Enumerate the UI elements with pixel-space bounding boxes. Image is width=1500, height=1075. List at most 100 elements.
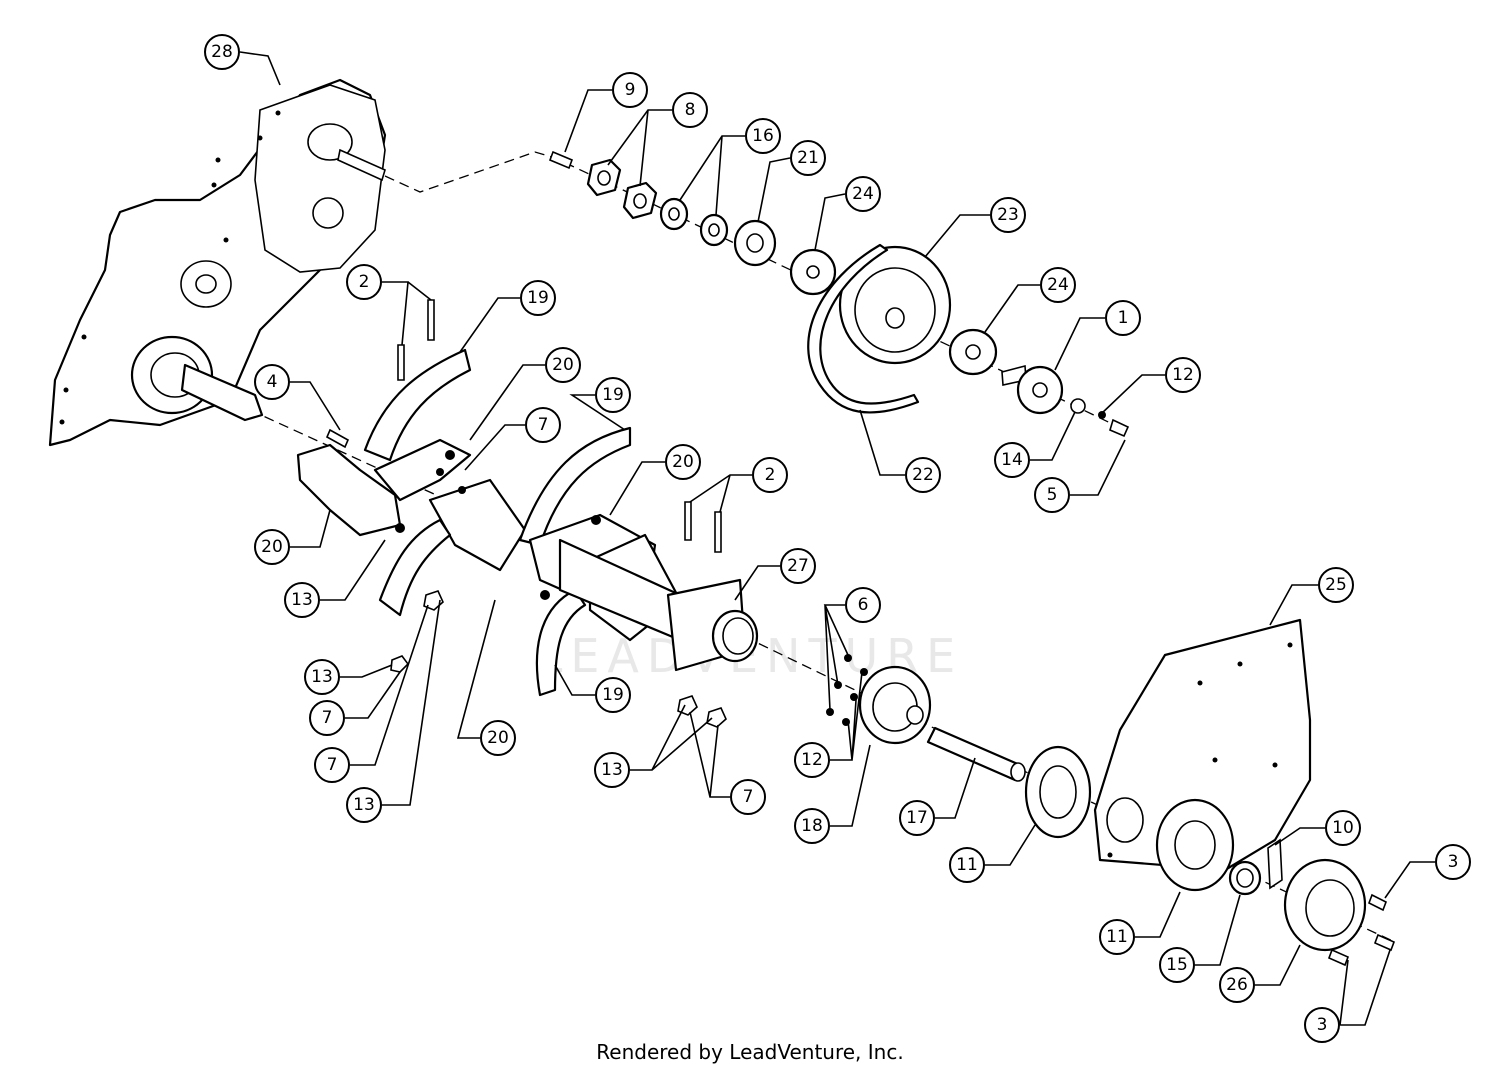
- svg-text:2: 2: [359, 272, 370, 292]
- svg-text:3: 3: [1317, 1015, 1328, 1035]
- svg-text:6: 6: [858, 595, 869, 615]
- callout-19-b: 19: [595, 377, 631, 413]
- callout-19-a: 19: [520, 280, 556, 316]
- svg-text:25: 25: [1325, 575, 1347, 595]
- gasket-inner: [1024, 745, 1092, 839]
- seal-washer: [1228, 860, 1262, 896]
- spacer-washer: [789, 248, 837, 296]
- hub: [733, 219, 777, 267]
- v-belt: [807, 243, 920, 414]
- svg-text:17: 17: [906, 808, 928, 828]
- callout-3-b: 3: [1304, 1007, 1340, 1043]
- svg-text:7: 7: [538, 415, 549, 435]
- callout-24-a: 24: [845, 176, 881, 212]
- svg-text:19: 19: [602, 385, 624, 405]
- svg-text:23: 23: [997, 205, 1019, 225]
- svg-text:26: 26: [1226, 975, 1248, 995]
- svg-text:13: 13: [601, 760, 623, 780]
- svg-text:21: 21: [797, 148, 819, 168]
- callout-24-b: 24: [1040, 267, 1076, 303]
- svg-text:3: 3: [1448, 852, 1459, 872]
- callout-12-a: 12: [1165, 357, 1201, 393]
- callout-27: 27: [780, 548, 816, 584]
- svg-text:13: 13: [311, 667, 333, 687]
- callout-4: 4: [254, 364, 290, 400]
- gasket-outer: [1155, 798, 1235, 892]
- svg-text:7: 7: [322, 708, 333, 728]
- callout-3-a: 3: [1435, 844, 1471, 880]
- svg-text:5: 5: [1047, 485, 1058, 505]
- callout-25: 25: [1318, 567, 1354, 603]
- callout-7-b: 7: [309, 700, 345, 736]
- spacer-washer-outer: [948, 328, 998, 376]
- callout-1: 1: [1105, 300, 1141, 336]
- callout-15: 15: [1159, 947, 1195, 983]
- side-plate: [1093, 618, 1312, 872]
- svg-text:14: 14: [1001, 450, 1023, 470]
- svg-text:2: 2: [765, 465, 776, 485]
- svg-text:13: 13: [291, 590, 313, 610]
- callout-8: 8: [672, 92, 708, 128]
- callout-16: 16: [745, 118, 781, 154]
- svg-text:12: 12: [1172, 365, 1194, 385]
- svg-text:20: 20: [672, 452, 694, 472]
- bearing: [826, 654, 932, 745]
- plate-spacer: [1267, 838, 1283, 890]
- pulley: [838, 245, 952, 365]
- svg-text:27: 27: [787, 556, 809, 576]
- callout-26: 26: [1219, 967, 1255, 1003]
- washers: [659, 197, 729, 247]
- hex-nuts: [586, 158, 658, 220]
- callout-7-c: 7: [314, 747, 350, 783]
- callout-6: 6: [845, 587, 881, 623]
- callout-13-a: 13: [284, 582, 320, 618]
- callout-12-b: 12: [794, 742, 830, 778]
- callout-10: 10: [1325, 810, 1361, 846]
- svg-text:10: 10: [1332, 818, 1354, 838]
- callout-20-c: 20: [254, 529, 290, 565]
- callout-21: 21: [790, 140, 826, 176]
- callout-7-d: 7: [730, 779, 766, 815]
- tine-shaft-assembly: [296, 348, 682, 697]
- svg-text:7: 7: [327, 755, 338, 775]
- svg-text:15: 15: [1166, 955, 1188, 975]
- svg-text:20: 20: [487, 728, 509, 748]
- svg-text:20: 20: [261, 537, 283, 557]
- svg-text:19: 19: [602, 685, 624, 705]
- svg-text:1: 1: [1118, 308, 1129, 328]
- bolts-right: [684, 501, 722, 553]
- callout-11-b: 11: [1099, 919, 1135, 955]
- svg-text:11: 11: [1106, 927, 1128, 947]
- shaft-key: [548, 150, 574, 170]
- render-credit: Rendered by LeadVenture, Inc.: [596, 1040, 904, 1064]
- leader-lines: [239, 51, 1435, 1026]
- svg-text:24: 24: [852, 184, 874, 204]
- svg-text:24: 24: [1047, 275, 1069, 295]
- callout-13-c: 13: [346, 787, 382, 823]
- callout-22: 22: [905, 457, 941, 493]
- callout-14: 14: [994, 442, 1030, 478]
- end-bearing: [1283, 858, 1367, 952]
- svg-text:12: 12: [801, 750, 823, 770]
- svg-text:7: 7: [743, 787, 754, 807]
- callout-18: 18: [794, 808, 830, 844]
- svg-text:16: 16: [752, 126, 774, 146]
- bolts-left: [397, 299, 435, 381]
- callout-13-b: 13: [304, 659, 340, 695]
- svg-text:8: 8: [685, 100, 696, 120]
- svg-text:9: 9: [625, 80, 636, 100]
- axle-tube: [926, 726, 1026, 782]
- svg-text:22: 22: [912, 465, 934, 485]
- callout-9: 9: [612, 72, 648, 108]
- callout-28: 28: [204, 34, 240, 70]
- svg-text:11: 11: [956, 855, 978, 875]
- callout-2-b: 2: [752, 457, 788, 493]
- flange-tube: [666, 578, 759, 672]
- callout-20-a: 20: [545, 347, 581, 383]
- svg-text:20: 20: [552, 355, 574, 375]
- gear-case: [48, 78, 387, 447]
- callout-5: 5: [1034, 477, 1070, 513]
- callout-19-c: 19: [595, 677, 631, 713]
- flange-washer: [1001, 364, 1130, 438]
